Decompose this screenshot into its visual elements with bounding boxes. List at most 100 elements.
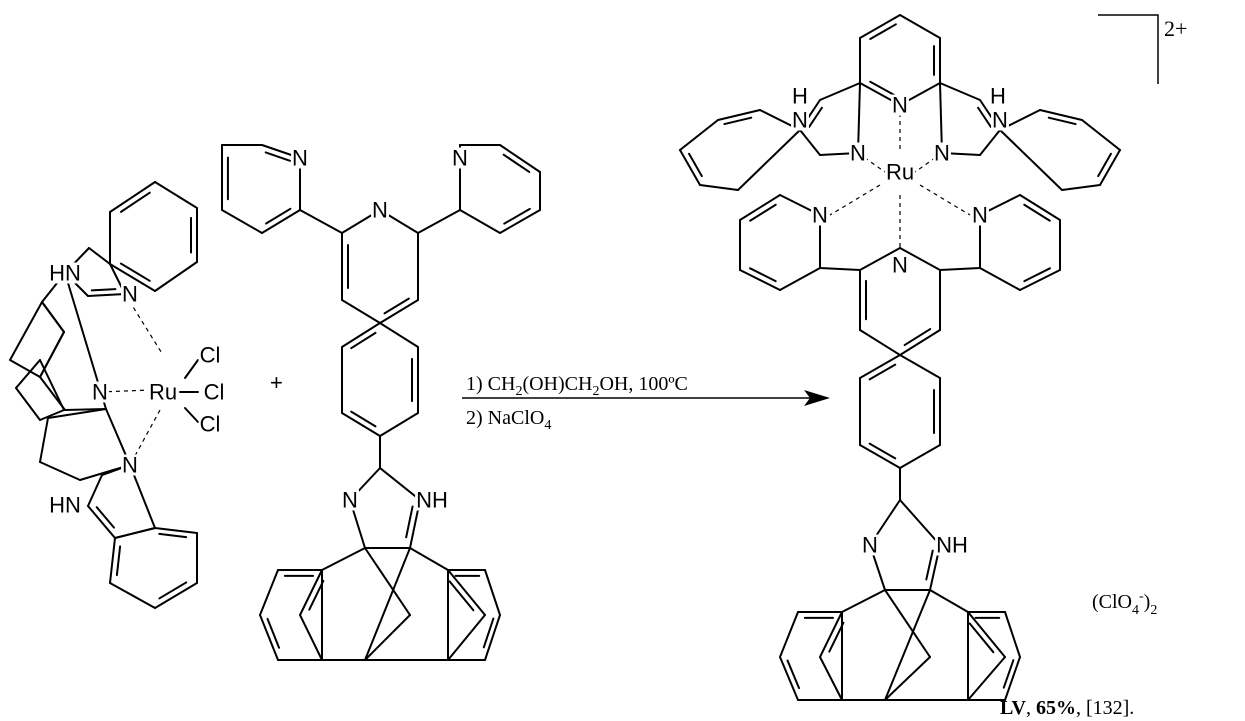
bond-line xyxy=(779,656,799,701)
bond-line xyxy=(779,267,821,291)
bond-line xyxy=(405,505,414,539)
bond-line xyxy=(925,549,934,581)
bond-line xyxy=(869,80,897,97)
atom-cl: Cl xyxy=(200,412,221,437)
atom-n: N xyxy=(372,198,388,223)
bond-line xyxy=(119,262,151,282)
bond-line xyxy=(341,322,381,348)
bond-line xyxy=(1004,611,1021,658)
bond-line xyxy=(459,209,501,234)
atom-label-background xyxy=(811,204,829,226)
bond-line xyxy=(39,417,49,463)
bond-line xyxy=(109,537,116,584)
atom-h: H xyxy=(990,84,1006,109)
bond-line xyxy=(1004,656,1021,701)
atom-cl: Cl xyxy=(200,343,221,368)
bond-line xyxy=(979,267,1021,291)
bond-line xyxy=(184,407,199,423)
atom-label-background xyxy=(48,494,82,516)
bond-line xyxy=(899,247,941,271)
bond-line xyxy=(819,656,843,701)
atom-n: N xyxy=(452,146,468,171)
bond-line xyxy=(39,359,65,411)
bond-line xyxy=(87,505,116,539)
bond-line xyxy=(939,82,943,154)
bond-line xyxy=(379,322,419,348)
bond-line xyxy=(95,506,116,529)
bond-line xyxy=(261,209,301,234)
plus-sign: + xyxy=(270,370,283,395)
bond-line xyxy=(154,527,198,534)
bond-line xyxy=(484,614,501,661)
bond-line xyxy=(1019,269,1061,291)
atom-label-background xyxy=(935,534,969,556)
bond-line xyxy=(819,82,861,101)
atom-n: N xyxy=(122,453,138,478)
bond-line xyxy=(265,207,292,225)
bond-line xyxy=(266,617,281,649)
bond-line xyxy=(321,547,366,571)
atom-label-background xyxy=(991,109,1009,131)
bond-line xyxy=(939,267,981,271)
atom-n: N xyxy=(292,146,308,171)
atom-h: H xyxy=(792,84,808,109)
atom-label-background xyxy=(91,381,109,403)
bond-line xyxy=(723,116,753,126)
bond-line xyxy=(1039,109,1083,121)
bond-line xyxy=(364,547,411,616)
bond-line xyxy=(737,129,801,191)
atom-nh: NH xyxy=(936,533,968,558)
bond-line xyxy=(884,656,931,701)
atom-n: N xyxy=(972,203,988,228)
atom-label-background xyxy=(371,199,389,221)
atom-label-background xyxy=(121,454,139,476)
atom-n: N xyxy=(862,533,878,558)
condition-step-1: 1) CH2(OH)CH2OH, 100ºC xyxy=(466,373,688,399)
bond-line xyxy=(299,614,323,661)
coordination-bond xyxy=(129,409,161,466)
bond-line xyxy=(749,267,777,283)
bond-line xyxy=(1061,184,1101,191)
bond-line xyxy=(379,299,419,324)
bond-line xyxy=(841,589,886,613)
bond-line xyxy=(158,532,188,539)
bond-line xyxy=(47,408,107,419)
bond-line xyxy=(939,82,981,101)
atom-label-background xyxy=(891,94,909,116)
bond-line xyxy=(447,569,486,616)
bond-line xyxy=(499,209,541,234)
bond-line xyxy=(859,354,901,379)
bond-line xyxy=(503,207,531,225)
bond-line xyxy=(929,589,969,613)
atom-label-background xyxy=(451,147,469,169)
atom-label-background xyxy=(849,142,867,164)
coordination-bond xyxy=(829,184,881,216)
bond-line xyxy=(977,106,992,128)
bond-line xyxy=(868,363,897,381)
bond-line xyxy=(499,144,541,173)
bond-line xyxy=(779,611,799,658)
bond-line xyxy=(109,582,156,609)
bond-line xyxy=(417,209,461,234)
atom-label-background xyxy=(198,344,222,366)
bond-line xyxy=(154,181,198,209)
bond-line xyxy=(967,656,1006,701)
bond-line xyxy=(383,297,410,315)
bond-line xyxy=(868,442,897,460)
atom-hn: HN xyxy=(49,261,81,286)
bond-line xyxy=(739,194,781,221)
bond-line xyxy=(87,474,103,507)
bond-line xyxy=(15,359,41,389)
bond-line xyxy=(39,409,65,421)
atom-hn: HN xyxy=(49,493,81,518)
charge-label: 2+ xyxy=(1164,16,1187,41)
bond-line xyxy=(739,269,781,291)
bond-line xyxy=(9,359,41,378)
bond-line xyxy=(884,589,931,658)
atom-label-background xyxy=(48,262,82,284)
atom-label-background xyxy=(791,85,809,107)
bond-line xyxy=(9,301,43,361)
bond-line xyxy=(899,354,941,379)
bond-line xyxy=(484,569,501,616)
atom-n: N xyxy=(892,253,908,278)
